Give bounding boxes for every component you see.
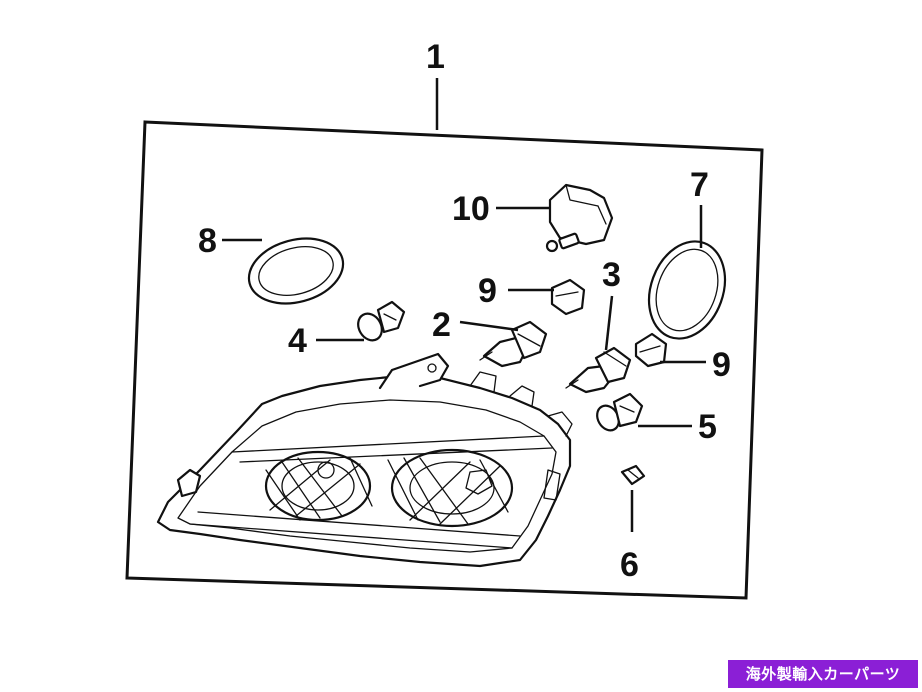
callout-4: 4 [288, 322, 307, 360]
callout-9-upper: 9 [478, 272, 497, 310]
callout-7: 7 [690, 166, 709, 204]
part-7-gasket [647, 240, 727, 340]
callout-8: 8 [198, 222, 217, 260]
part-6-clip [620, 464, 646, 486]
watermark-badge: 海外製輸入カーパーツ [728, 660, 918, 688]
callout-6: 6 [620, 546, 639, 584]
callout-2: 2 [432, 306, 451, 344]
leader-2 [459, 320, 519, 332]
callout-9-lower: 9 [712, 346, 731, 384]
part-8-gasket [247, 237, 345, 305]
diagram-frame [125, 120, 764, 600]
leader-3 [604, 295, 614, 351]
part-4-bulb [357, 300, 406, 342]
callout-10: 10 [452, 190, 490, 228]
part-10-socket [545, 183, 614, 253]
headlamp-assembly [156, 352, 573, 568]
callout-1: 1 [426, 38, 445, 76]
callout-3: 3 [602, 256, 621, 294]
part-5-bulb [596, 392, 644, 432]
part-9-clip-upper [550, 278, 586, 316]
part-2-bulb [479, 320, 548, 368]
part-3-bulb [565, 346, 632, 394]
callout-5: 5 [698, 408, 717, 446]
